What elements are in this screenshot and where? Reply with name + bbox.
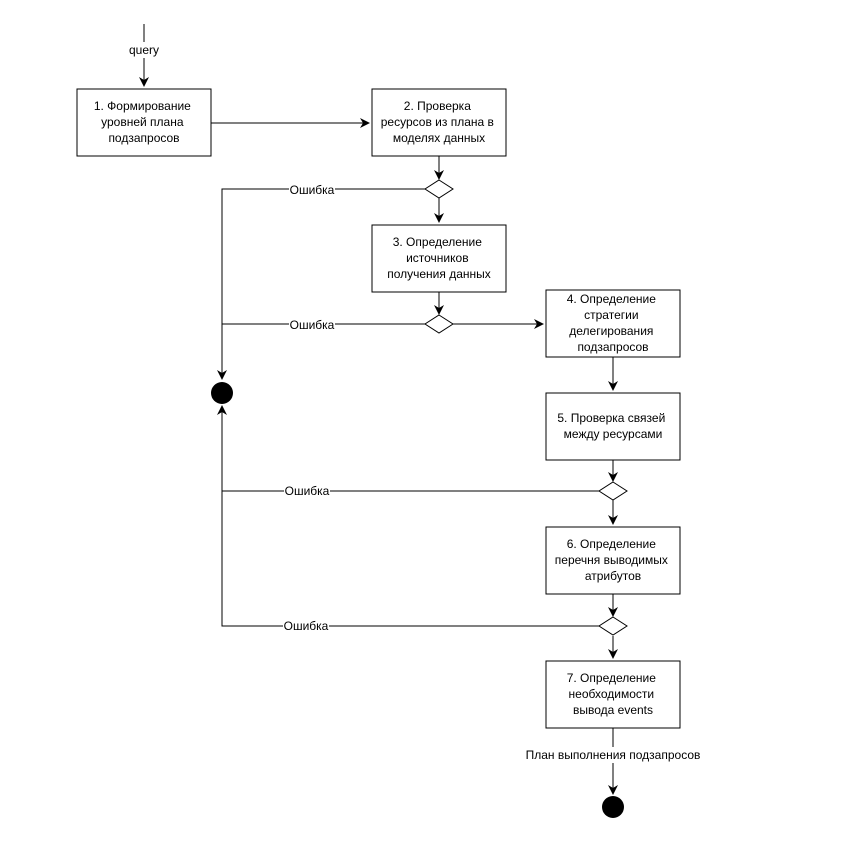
error-label-c: Ошибка <box>285 484 330 498</box>
step-7-box[interactable]: 7. Определение необходимости вывода even… <box>545 660 681 729</box>
decision-node-b[interactable] <box>424 314 454 334</box>
step-2-label: 2. Проверка ресурсов из плана в моделях … <box>381 99 497 145</box>
error-label-d: Ошибка <box>284 619 329 633</box>
decision-node-c[interactable] <box>598 481 628 501</box>
step-1-box[interactable]: 1. Формирование уровней плана подзапросо… <box>76 88 212 157</box>
input-edge: query <box>126 24 162 87</box>
step-1-label: 1. Формирование уровней плана подзапросо… <box>94 99 194 145</box>
error-edge-b: Ошибка <box>222 318 425 332</box>
step-2-box[interactable]: 2. Проверка ресурсов из плана в моделях … <box>371 88 507 157</box>
step-6-label: 6. Определение перечня выводимых атрибут… <box>555 537 671 583</box>
step-3-label: 3. Определение источников получения данн… <box>387 235 491 281</box>
input-label: query <box>129 43 159 57</box>
error-final-node[interactable] <box>211 382 233 404</box>
step-4-label: 4. Определение стратегии делегирования п… <box>567 292 660 354</box>
final-node[interactable] <box>602 796 624 818</box>
step-6-box[interactable]: 6. Определение перечня выводимых атрибут… <box>545 526 681 595</box>
error-edge-c: Ошибка <box>217 405 599 498</box>
error-label-b: Ошибка <box>290 318 335 332</box>
error-edge-a: Ошибка <box>217 183 425 380</box>
step-3-box[interactable]: 3. Определение источников получения данн… <box>371 224 507 293</box>
step-7-label: 7. Определение необходимости вывода even… <box>567 671 660 717</box>
output-label: План выполнения подзапросов <box>526 748 701 762</box>
decision-node-a[interactable] <box>424 179 454 199</box>
decision-node-d[interactable] <box>598 616 628 636</box>
step-5-label: 5. Проверка связей между ресурсами <box>557 411 668 441</box>
error-edge-d: Ошибка <box>221 491 599 633</box>
step-5-box[interactable]: 5. Проверка связей между ресурсами <box>545 392 681 461</box>
error-label-a: Ошибка <box>290 183 335 197</box>
step-4-box[interactable]: 4. Определение стратегии делегирования п… <box>545 289 681 358</box>
output-edge: План выполнения подзапросов <box>522 728 704 795</box>
